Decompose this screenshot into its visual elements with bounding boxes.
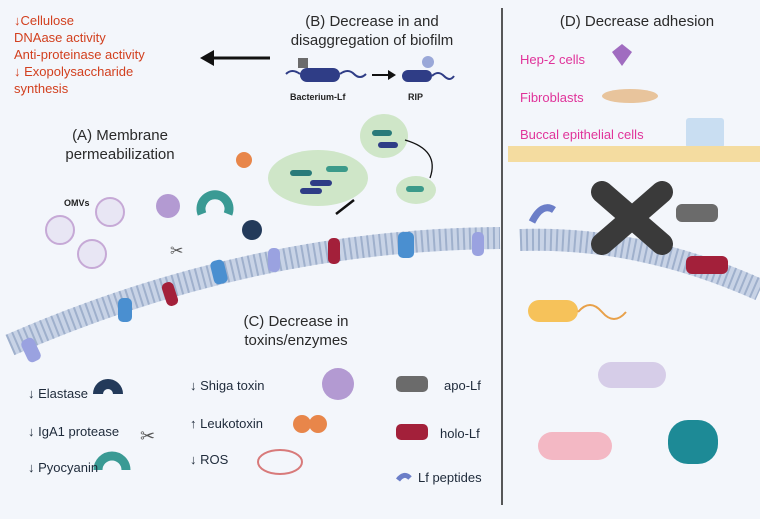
- holo-lf-label: holo-Lf: [440, 426, 480, 441]
- small-arrowhead-icon: [388, 70, 396, 80]
- red-effects-list: ↓Cellulose DNAase activity Anti-proteina…: [14, 12, 145, 97]
- flagellum-icon: [577, 304, 627, 320]
- bacterium-lf-label: Bacterium-Lf: [290, 92, 346, 102]
- rod-bacterium-icon: [528, 300, 578, 322]
- scissors-icon: ✂: [170, 243, 183, 260]
- lf-peptide-icon: [528, 204, 556, 224]
- shiga-arrow: ↓: [190, 378, 197, 393]
- leukotoxin-arrow: ↑: [190, 416, 197, 431]
- membrane: [5, 227, 760, 356]
- block-x-icon: [591, 181, 673, 255]
- leukotoxin-label: Leukotoxin: [200, 416, 264, 431]
- panel-b-line-1: (B) Decrease in and: [305, 13, 439, 30]
- shiga-toxin-protein-icon: [156, 194, 180, 218]
- iga1-arrow: ↓: [28, 424, 35, 439]
- panel-a-line-2: permeabilization: [65, 146, 175, 163]
- pyocyanin-protein-icon: [196, 190, 234, 216]
- elastase-protein-icon: [242, 220, 262, 240]
- red-line-1: ↓Cellulose: [14, 13, 74, 28]
- apo-lf-protein-icon: [676, 204, 718, 222]
- red-line-3: Anti-proteinase activity: [14, 47, 145, 62]
- buccal-label: Buccal epithelial cells: [520, 127, 644, 142]
- epithelial-cell-icon: [686, 118, 724, 148]
- biofilm-cluster-icon: [268, 114, 436, 206]
- leukotoxin-row: ↑ Leukotoxin: [190, 416, 263, 431]
- omv-vesicle-icons: [45, 197, 125, 269]
- elastase-icon: [93, 379, 123, 395]
- holo-lf-protein-icon: [686, 256, 728, 274]
- panel-a-line-1: (A) Membrane: [72, 127, 168, 144]
- panel-c-line-1: (C) Decrease in: [243, 313, 349, 330]
- elastase-label: Elastase: [38, 386, 88, 401]
- apo-lf-legend-icon: [396, 376, 428, 392]
- pink-bacterium-icon: [538, 432, 612, 460]
- elastase-row: ↓ Elastase: [28, 386, 88, 401]
- pointer-arrow-icon: [335, 199, 355, 215]
- rip-label: RIP: [408, 92, 424, 102]
- membrane-channels: [21, 232, 484, 363]
- leukotoxin-protein-icon: [236, 152, 252, 168]
- holo-lf-legend-icon: [396, 424, 428, 440]
- shiga-row: ↓ Shiga toxin: [190, 378, 264, 393]
- red-line-4: ↓ Exopolysaccharide: [14, 64, 134, 79]
- lf-peptides-label: Lf peptides: [418, 470, 482, 485]
- ros-row: ↓ ROS: [190, 452, 228, 467]
- iga1-row: ↓ IgA1 protease: [28, 424, 119, 439]
- panel-b-line-2: disaggregation of biofilm: [290, 32, 454, 49]
- fibroblast-cell-icon: [602, 89, 658, 103]
- left-arrowhead-icon: [200, 50, 214, 66]
- pyocyanin-arrow: ↓: [28, 460, 35, 475]
- apo-lf-label: apo-Lf: [444, 378, 481, 393]
- hep2-label: Hep-2 cells: [520, 52, 586, 67]
- shiga-toxin-icon: [322, 368, 354, 400]
- bacterium-lf-icon: [285, 58, 367, 82]
- panel-c-line-2: toxins/enzymes: [244, 332, 348, 349]
- pyocyanin-row: ↓ Pyocyanin: [28, 460, 98, 475]
- leukotoxin-icon-2: [309, 415, 327, 433]
- ros-arrow: ↓: [190, 452, 197, 467]
- leukotoxin-icon: [293, 415, 311, 433]
- panel-d-title: (D) Decrease adhesion: [559, 13, 715, 30]
- pyocyanin-icon: [93, 451, 131, 471]
- hep2-cell-icon: [612, 44, 632, 66]
- red-line-2: DNAase activity: [14, 30, 106, 45]
- epithelium-strip: [508, 146, 760, 162]
- shiga-label: Shiga toxin: [200, 378, 265, 393]
- ros-label: ROS: [200, 452, 229, 467]
- teal-bacterium-icon: [668, 420, 718, 464]
- lf-peptides-legend-icon: [396, 472, 412, 482]
- pyocyanin-label: Pyocyanin: [38, 460, 99, 475]
- elastase-arrow: ↓: [28, 386, 35, 401]
- ros-mitochondria-icon: [257, 449, 303, 475]
- purple-bacterium-icon: [598, 362, 666, 388]
- iga1-scissors-icon: ✂: [140, 426, 155, 446]
- curved-arrow-icon: [404, 139, 433, 179]
- fibroblasts-label: Fibroblasts: [520, 90, 584, 105]
- panel-c-title: (C) Decrease in toxins/enzymes: [206, 312, 386, 350]
- iga1-label: IgA1 protease: [38, 424, 120, 439]
- panel-a-title: (A) Membrane permeabilization: [40, 126, 200, 164]
- red-line-5: synthesis: [14, 81, 69, 96]
- panel-b-title: (B) Decrease in and disaggregation of bi…: [262, 12, 482, 50]
- rip-icon: [402, 56, 455, 82]
- omvs-label: OMVs: [64, 198, 90, 208]
